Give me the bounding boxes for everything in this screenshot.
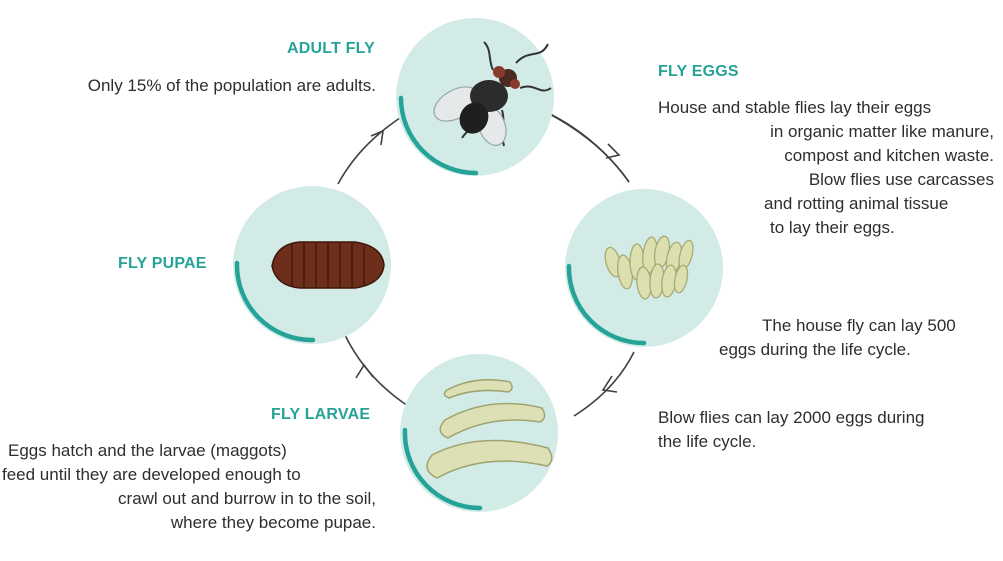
fly-eggs-line: Blow flies use carcasses [658, 168, 994, 192]
adult-fly-heading: ADULT FLY [287, 40, 375, 58]
fly-eggs-heading: FLY EGGS [658, 63, 739, 81]
blow-fly-note-line: the life cycle. [658, 430, 756, 454]
fly-pupa-icon [272, 242, 384, 288]
arrow-adult-to-eggs [544, 111, 629, 182]
arrow-adult-to-eggs-line [544, 111, 629, 182]
arrow-larvae-to-pupae-line [345, 335, 408, 406]
arrow-pupae-to-adult-line [338, 114, 406, 184]
fly-larvae-line: Eggs hatch and the larvae (maggots) [8, 439, 287, 463]
fly-larvae-line: crawl out and burrow in to the soil, [0, 487, 376, 511]
fly-eggs-line: House and stable flies lay their eggs [658, 96, 994, 120]
fly-eggs-line: compost and kitchen waste. [658, 144, 994, 168]
house-fly-note-line: eggs during the life cycle. [719, 338, 911, 362]
arrowhead-3 [356, 365, 373, 378]
fly-eggs-line: in organic matter like manure, [658, 120, 994, 144]
blow-fly-note-line: Blow flies can lay 2000 eggs during [658, 406, 925, 430]
larvae-stage-circle [400, 354, 558, 512]
fly-pupae-heading: FLY PUPAE [118, 255, 207, 273]
fly-larvae-line: feed until they are developed enough to [2, 463, 301, 487]
adult-fly-description: Only 15% of the population are adults. [0, 74, 376, 98]
arrowhead-4 [371, 131, 383, 145]
fly-eggs-line: and rotting animal tissue [764, 192, 948, 216]
arrowhead-2 [603, 376, 617, 392]
arrow-eggs-to-larvae-line [574, 352, 634, 416]
fly-larvae-heading: FLY LARVAE [271, 406, 370, 424]
fly-larvae-line: where they become pupae. [0, 511, 376, 535]
house-fly-note-line: The house fly can lay 500 [762, 314, 956, 338]
fly-eggs-line: to lay their eggs. [770, 216, 895, 240]
